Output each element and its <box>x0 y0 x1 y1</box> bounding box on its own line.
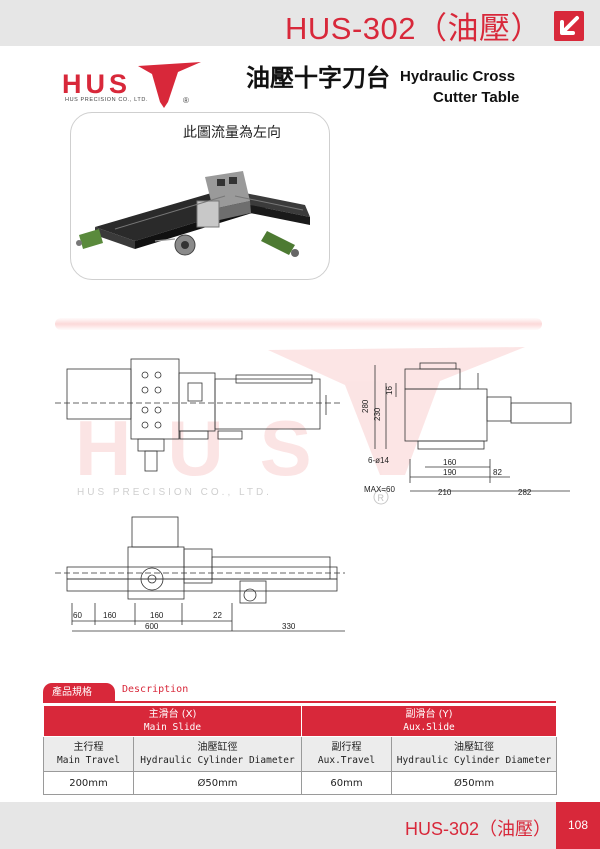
decorative-divider <box>55 318 542 330</box>
spec-tag: 產品規格 <box>43 683 115 702</box>
watermark: HUS <box>75 347 525 492</box>
logo-letters: HUS <box>62 69 131 99</box>
dim-22: 22 <box>213 611 222 620</box>
aux-travel-label: 副行程 Aux.Travel <box>301 736 393 772</box>
product-title-zh: 油壓十字刀台 <box>246 64 390 92</box>
plan-view <box>55 516 345 632</box>
footer-title: HUS-302（油壓） <box>405 819 552 839</box>
product-title-en-line1: Hydraulic Cross <box>400 68 516 85</box>
aux-cylinder-label: 油壓缸徑 Hydraulic Cylinder Diameter <box>391 736 558 772</box>
watermark-subtitle: HUS PRECISION CO., LTD. <box>77 487 272 498</box>
dim-16: 16 <box>385 386 394 395</box>
main-travel-value: 200mm <box>43 771 134 795</box>
aux-cylinder-value: Ø50mm <box>391 771 558 795</box>
header-bar <box>0 0 600 46</box>
spec-tag-en: Description <box>122 684 189 695</box>
watermark-letters: HUS <box>75 404 348 492</box>
main-slide-header: 主滑台 (X) Main Slide <box>42 705 303 737</box>
dim-282: 282 <box>518 488 532 497</box>
dim-max: MAX=60 <box>364 485 395 494</box>
dim-210: 210 <box>438 488 452 497</box>
product-photo <box>76 171 310 257</box>
dim-60: 60 <box>73 611 82 620</box>
spec-divider <box>43 701 556 703</box>
dim-190: 190 <box>443 468 457 477</box>
logo-subtitle: HUS PRECISION CO., LTD. <box>65 97 149 103</box>
aux-slide-header: 副滑台 (Y) Aux.Slide <box>301 705 558 737</box>
spec-header-row: 主滑台 (X) Main Slide 副滑台 (Y) Aux.Slide <box>42 705 558 737</box>
spec-value-row: 200mm Ø50mm 60mm Ø50mm <box>43 771 558 795</box>
technical-drawing: HUS HUS PRECISION CO., LTD. R <box>55 347 572 632</box>
front-view <box>55 358 340 472</box>
dim-330: 330 <box>282 622 296 631</box>
watermark-registered: R <box>378 493 385 503</box>
dim-160a: 160 <box>103 611 117 620</box>
dim-160b: 160 <box>150 611 164 620</box>
footer-bar <box>0 802 600 849</box>
dim-600: 600 <box>145 622 159 631</box>
spec-subheader-row: 主行程 Main Travel 油壓缸徑 Hydraulic Cylinder … <box>43 736 558 772</box>
aux-travel-value: 60mm <box>301 771 393 795</box>
dim-230: 230 <box>373 407 382 421</box>
arrow-down-left-icon <box>554 11 584 41</box>
spec-table: 主滑台 (X) Main Slide 副滑台 (Y) Aux.Slide 主行程… <box>42 705 558 795</box>
photo-caption: 此圖流量為左向 <box>183 125 281 141</box>
dim-82: 82 <box>493 468 502 477</box>
company-logo: HUS ® <box>62 62 201 108</box>
product-title-en-line2: Cutter Table <box>433 89 520 106</box>
page-number: 108 <box>556 802 600 849</box>
dim-hole: 6-ø14 <box>368 456 389 465</box>
dim-280: 280 <box>361 399 370 413</box>
main-cylinder-label: 油壓缸徑 Hydraulic Cylinder Diameter <box>132 736 303 772</box>
product-photo-box: 此圖流量為左向 <box>70 112 330 280</box>
dim-160: 160 <box>443 458 457 467</box>
main-travel-label: 主行程 Main Travel <box>43 736 134 772</box>
logo-registered-mark: ® <box>183 96 189 105</box>
side-view <box>374 362 572 492</box>
page-title: HUS-302（油壓） <box>285 11 542 46</box>
main-cylinder-value: Ø50mm <box>132 771 303 795</box>
